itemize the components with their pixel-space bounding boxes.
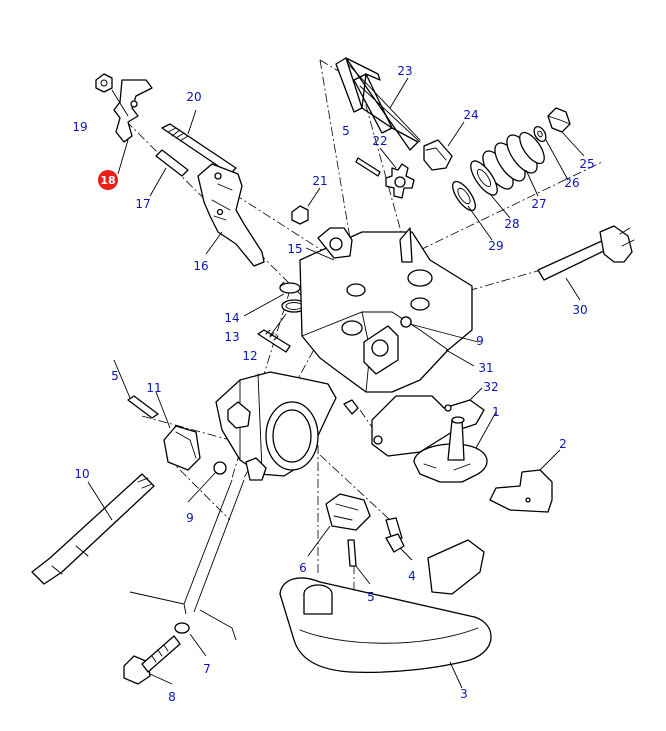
callout-31[interactable]: 31 [478, 361, 493, 375]
callout-16[interactable]: 16 [193, 259, 208, 273]
callout-1[interactable]: 1 [492, 405, 500, 419]
part-27-seal-pack [482, 131, 545, 190]
callout-14[interactable]: 14 [224, 311, 239, 325]
callout-12[interactable]: 12 [242, 349, 257, 363]
callout-22[interactable]: 22 [372, 134, 387, 148]
callout-23[interactable]: 23 [397, 64, 412, 78]
part-9-fitting-left [213, 461, 227, 475]
part-17-dowel [155, 149, 189, 177]
part-30-shaft [537, 225, 635, 281]
callout-7[interactable]: 7 [203, 662, 211, 676]
callout-27[interactable]: 27 [531, 197, 546, 211]
part-22-gear [385, 163, 415, 199]
callout-5-left[interactable]: 5 [111, 369, 119, 383]
callout-8[interactable]: 8 [168, 690, 176, 704]
callout-15[interactable]: 15 [287, 242, 302, 256]
part-3-pedal-arm [279, 539, 492, 674]
part-6-block [325, 493, 371, 531]
part-28-ring [470, 160, 498, 196]
callout-20[interactable]: 20 [186, 90, 201, 104]
part-18-bracket [113, 79, 153, 143]
part-5-pin-top [355, 157, 381, 177]
part-4-bolt [385, 517, 405, 553]
part-25-nut [547, 107, 571, 133]
callout-26[interactable]: 26 [564, 176, 579, 190]
callout-11[interactable]: 11 [146, 381, 161, 395]
callout-leaders [87, 77, 585, 689]
part-5-pin-left [127, 395, 159, 419]
part-31-main-housing [299, 227, 473, 393]
callout-19[interactable]: 19 [72, 120, 87, 134]
part-16-lever [197, 163, 265, 267]
part-2-cover [489, 469, 553, 513]
part-11-block [163, 425, 201, 471]
part-front-bore-housing [215, 371, 337, 481]
part-21-nut [291, 205, 309, 225]
callout-25[interactable]: 25 [579, 157, 594, 171]
part-5-pin-lower [347, 539, 357, 567]
callout-9-left[interactable]: 9 [186, 511, 194, 525]
callout-18[interactable]: 18 [100, 174, 115, 187]
part-9-fitting-right [400, 316, 412, 328]
part-23-clevis [335, 57, 421, 151]
callout-6[interactable]: 6 [299, 561, 307, 575]
part-1-flanged-shaft [413, 416, 488, 483]
callout-17[interactable]: 17 [135, 197, 150, 211]
highlight-marker-18[interactable] [98, 170, 118, 190]
part-26-washer [533, 125, 547, 143]
part-10-shaft [31, 473, 155, 585]
part-7-washer [174, 622, 190, 634]
callout-28[interactable]: 28 [504, 217, 519, 231]
callout-21[interactable]: 21 [312, 174, 327, 188]
part-14-snap-ring [279, 281, 301, 294]
callout-29[interactable]: 29 [488, 239, 503, 253]
part-24-bolt [423, 139, 453, 171]
callout-30[interactable]: 30 [572, 303, 587, 317]
callout-10[interactable]: 10 [74, 467, 89, 481]
callout-32[interactable]: 32 [483, 380, 498, 394]
part-32-plate [343, 395, 485, 457]
part-20-stud [161, 123, 237, 175]
callout-9-right[interactable]: 9 [476, 334, 484, 348]
part-12-stud [257, 329, 291, 353]
part-29-ring [452, 180, 476, 212]
callout-3[interactable]: 3 [460, 687, 468, 701]
callout-4[interactable]: 4 [408, 569, 416, 583]
callout-24[interactable]: 24 [463, 108, 478, 122]
callout-5-top[interactable]: 5 [342, 124, 350, 138]
callout-5-lower[interactable]: 5 [367, 590, 375, 604]
callout-2[interactable]: 2 [559, 437, 567, 451]
callout-labels: 23 24 25 26 27 28 29 5 22 21 15 14 13 12… [72, 64, 594, 704]
part-19-nut [95, 73, 113, 93]
callout-13[interactable]: 13 [224, 330, 239, 344]
part-8-bolt [123, 635, 181, 685]
